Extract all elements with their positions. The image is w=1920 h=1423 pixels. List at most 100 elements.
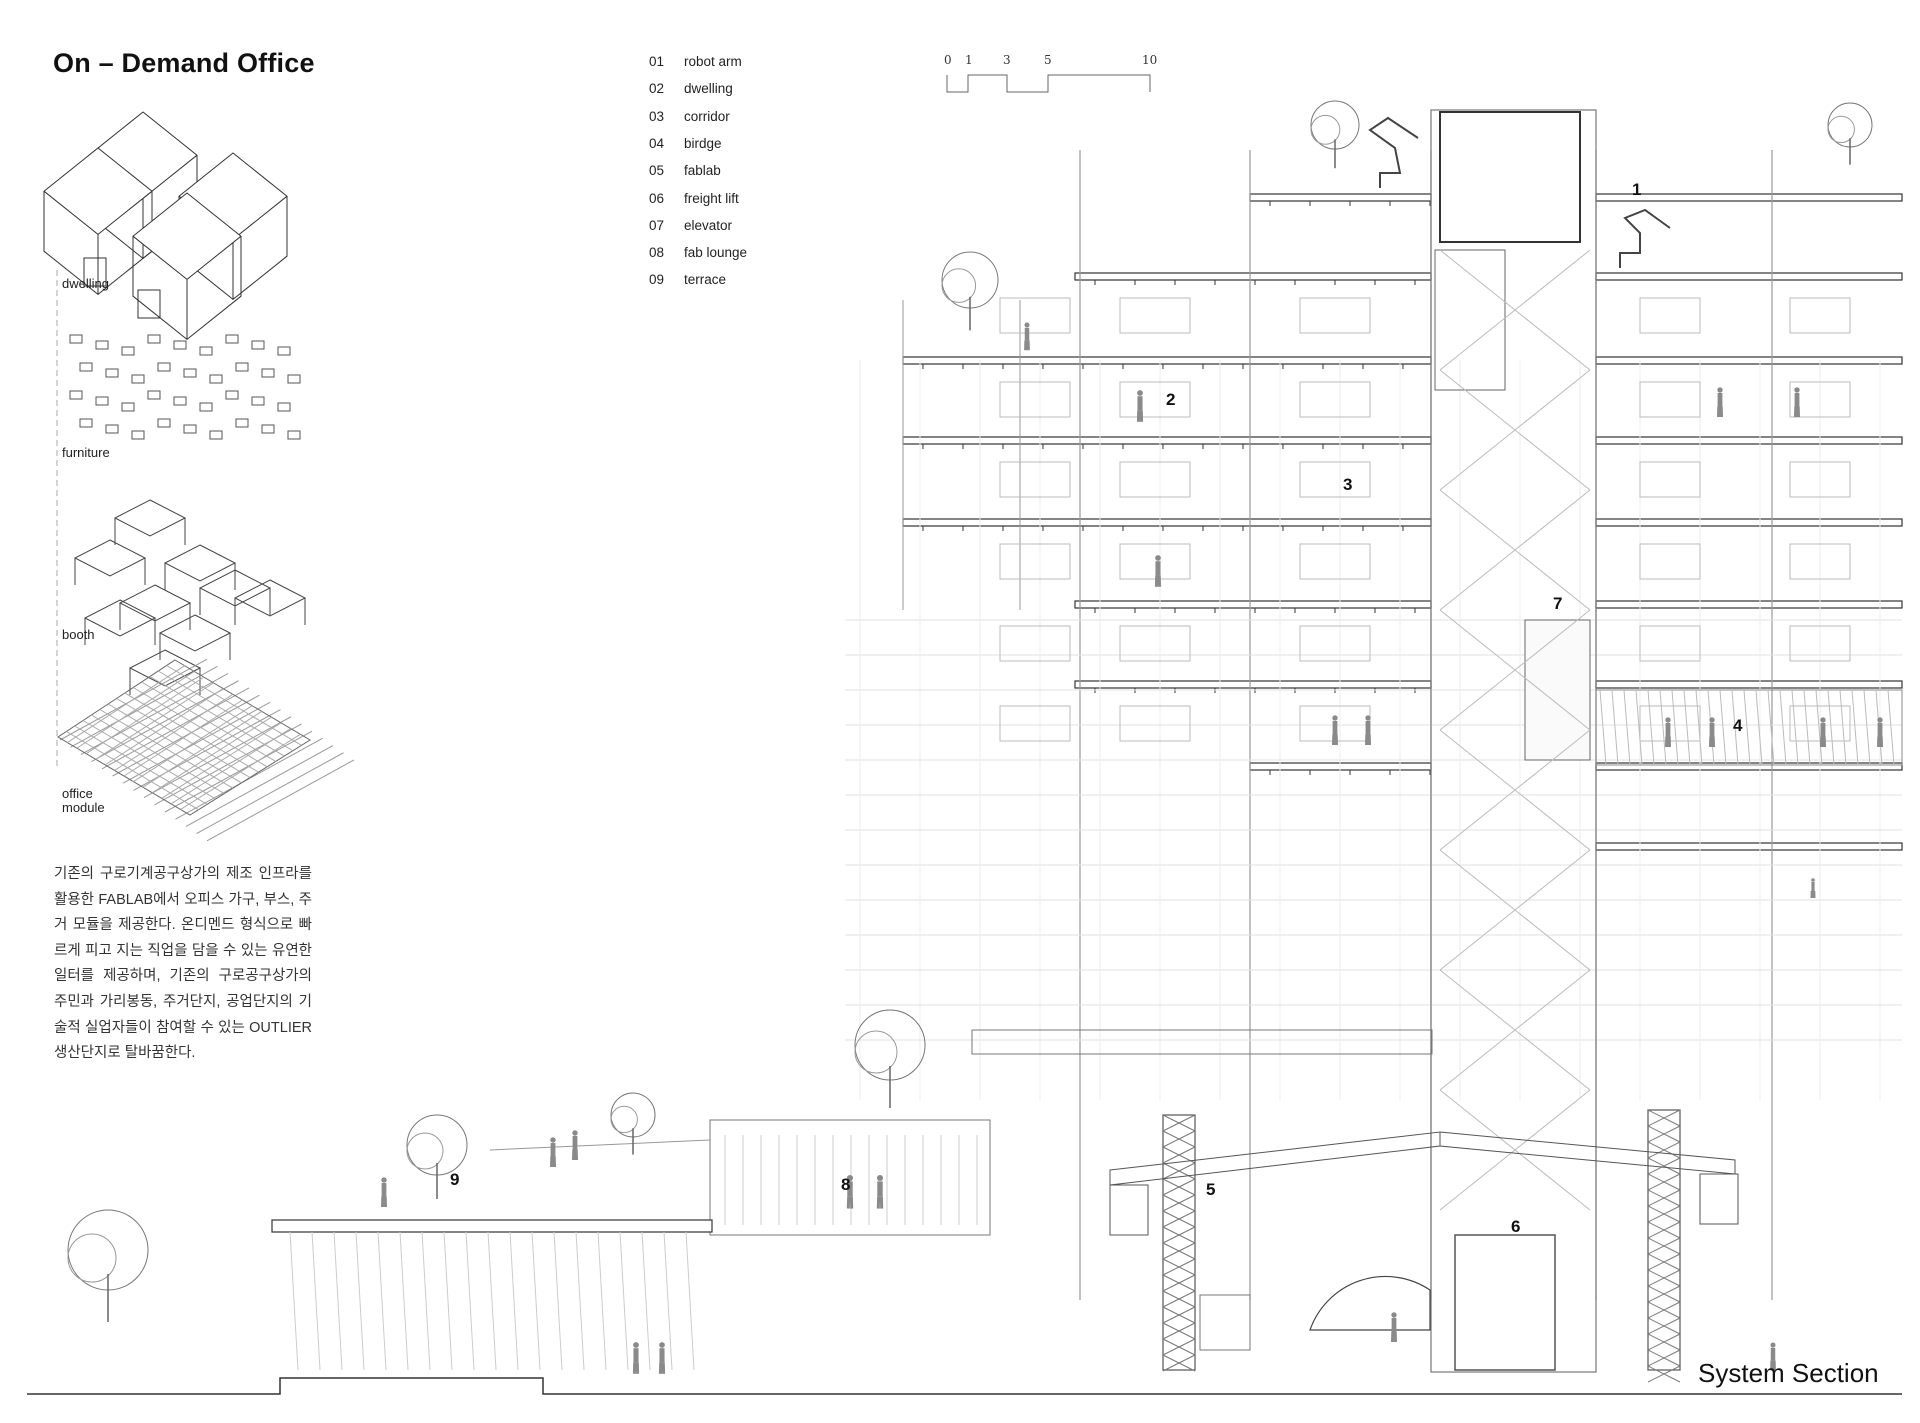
bridge-truss [1671,689,1679,766]
furniture-piece [287,430,301,440]
floor-slab [902,356,1432,365]
person-figure [1709,717,1715,723]
bridge-truss [1791,689,1799,766]
furniture-piece [79,418,93,428]
window [1639,625,1701,662]
furniture-piece [105,424,119,434]
crane-lattice [1647,1141,1681,1159]
window [1789,543,1851,580]
office-module-grid [196,752,344,835]
booth-module [158,614,232,652]
bridge-truss [1755,689,1763,766]
crate [1199,1294,1251,1351]
robot-arm-icon [1368,116,1419,188]
furniture-piece [209,430,223,440]
bridge-truss [1839,689,1847,766]
crane-lattice [1162,1306,1196,1324]
tree-icon [67,1233,117,1283]
furniture-piece [209,374,223,384]
crane-lattice [1162,1162,1196,1180]
floor-slab [1074,600,1432,609]
window [1119,297,1191,334]
legend-label: dwelling [684,81,733,97]
window [1639,297,1701,334]
terrace-column [465,1231,475,1371]
furniture-piece [235,362,249,372]
bridge-truss [1803,689,1811,766]
core-bracing [1439,249,1591,371]
legend-number: 04 [649,135,665,151]
furniture-piece [287,374,301,384]
furniture-piece [95,340,109,350]
window [1299,297,1371,334]
window [1119,625,1191,662]
crane-lattice [1162,1114,1196,1132]
tree-icon [941,268,977,303]
window [999,705,1071,742]
crane-lattice [1162,1354,1196,1372]
floor-slab [1074,272,1432,281]
bridge-truss [1659,689,1667,766]
crane-lattice [1162,1274,1196,1292]
bridge-truss [1623,689,1631,766]
person-figure [1770,1347,1776,1361]
crane-lattice [1647,1317,1681,1335]
person-figure [1811,882,1815,891]
person-figure [1391,1318,1397,1332]
tree-icon [1310,114,1341,145]
furniture-piece [79,362,93,372]
office-module-grid [99,709,234,789]
window [1299,381,1371,418]
window [1119,705,1191,742]
bridge-truss [1851,689,1859,766]
crane-tower [1162,1114,1196,1371]
scale-tick-label: 5 [1044,53,1052,67]
core-bracing [1439,849,1591,971]
window [83,257,107,287]
legend-number: 05 [649,163,665,179]
office-module-grid [164,730,313,813]
terrace-column [399,1231,409,1371]
scale-bar-line [946,74,1151,93]
booth-module [113,499,187,537]
crane-jib [1439,1131,1736,1175]
booth-module [233,579,307,617]
floor-slab [1074,680,1432,689]
axon-label-office-module: office module [62,786,105,815]
crane-lattice [1162,1322,1196,1340]
bridge-truss [1683,689,1691,766]
terrace-column [663,1231,673,1371]
person-figure [876,1174,884,1182]
legend-label: corridor [684,108,730,124]
legend-label: fablab [684,163,721,179]
section-number-fablab: 5 [1206,1180,1216,1199]
terrace-column [575,1231,585,1371]
floor-slab [902,518,1432,527]
person-figure [846,1174,854,1182]
office-module-grid [170,728,291,805]
office-module-grid [206,759,355,842]
person-figure [1332,715,1338,721]
bridge-truss [1767,689,1775,766]
legend-label: fab lounge [684,245,748,261]
crane-lattice [1647,1189,1681,1207]
person-figure [572,1136,578,1150]
section-number-fab-lounge: 8 [841,1175,851,1194]
core-bracing [1439,609,1591,731]
scale-tick-label: 1 [965,53,973,67]
description-paragraph: 기존의 구로기계공구상가의 제조 인프라를 활용한 FABLAB에서 오피스 가… [54,866,312,1062]
floor-slab [1595,436,1903,445]
furniture-piece [131,374,145,384]
office-module-grid [161,722,282,799]
crane-lattice [1647,1173,1681,1191]
terrace-column [641,1231,651,1371]
crane-lattice [1647,1333,1681,1351]
crane-lattice [1647,1221,1681,1239]
office-module-grid [74,725,208,805]
legend-label: freight lift [684,190,739,206]
person-figure [659,1342,665,1348]
window [1119,381,1191,418]
terrace-column [311,1231,321,1371]
furniture-piece [183,368,197,378]
tree-icon [610,1105,638,1134]
